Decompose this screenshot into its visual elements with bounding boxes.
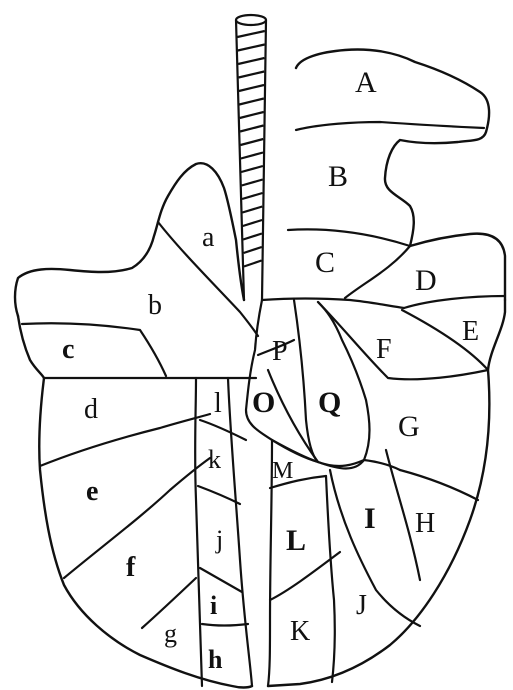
trachea-ring xyxy=(240,139,263,145)
trachea-ring xyxy=(238,58,264,64)
label-H: H xyxy=(415,508,435,539)
boundary-A-B xyxy=(296,122,484,130)
trachea-ring xyxy=(243,220,262,226)
trachea-ring xyxy=(241,153,263,159)
label-a: a xyxy=(202,222,215,253)
label-M: M xyxy=(272,458,293,484)
boundary-upper-hilum xyxy=(262,299,404,309)
label-L: L xyxy=(286,524,306,557)
trachea xyxy=(236,15,266,300)
trachea-ring xyxy=(240,112,264,118)
trachea-ring xyxy=(244,261,262,267)
trachea-ring xyxy=(244,247,262,253)
boundary-b-c xyxy=(22,323,166,376)
trachea-top xyxy=(236,15,266,25)
trachea-ring xyxy=(239,85,264,91)
boundary-G-H xyxy=(400,470,478,500)
label-K: K xyxy=(290,616,310,647)
boundary-l-k xyxy=(200,420,246,440)
boundary-C-D xyxy=(345,246,410,298)
label-A: A xyxy=(355,66,377,99)
label-f: f xyxy=(126,552,136,583)
boundary-P-Q xyxy=(294,300,318,462)
label-I: I xyxy=(364,502,376,535)
label-c: c xyxy=(62,334,74,365)
boundary-G-I xyxy=(364,460,400,470)
label-i: i xyxy=(210,591,217,620)
left-inner-wall-2 xyxy=(228,378,252,686)
label-C: C xyxy=(315,246,335,279)
label-D: D xyxy=(415,264,437,297)
boundary-j-i xyxy=(200,568,242,592)
trachea-ring xyxy=(241,166,263,172)
trachea-ring xyxy=(239,72,265,78)
trachea-ring xyxy=(242,207,262,213)
label-b: b xyxy=(148,290,162,321)
trachea-right-wall xyxy=(262,20,266,300)
label-F: F xyxy=(376,334,392,365)
trachea-ring xyxy=(242,180,263,186)
label-Q: Q xyxy=(318,386,341,419)
boundary-i-h xyxy=(202,624,248,626)
boundary-D-E xyxy=(404,296,505,308)
label-d: d xyxy=(84,394,98,425)
boundary-L-K xyxy=(270,552,340,600)
boundary-k-j xyxy=(198,486,240,504)
trachea-ring xyxy=(237,31,264,37)
trachea-ring xyxy=(240,126,263,132)
left-inner-wall-1 xyxy=(195,378,202,686)
left-mid-outline xyxy=(18,316,44,378)
label-P: P xyxy=(272,336,288,367)
label-E: E xyxy=(462,316,479,347)
label-B: B xyxy=(328,160,348,193)
trachea-ring xyxy=(243,234,262,240)
boundary-B-C xyxy=(288,229,410,246)
label-k: k xyxy=(208,445,221,474)
hilum-outline xyxy=(246,300,370,469)
label-j: j xyxy=(215,525,223,554)
trachea-ring xyxy=(238,45,265,51)
boundary-d-e xyxy=(40,414,210,466)
label-h: h xyxy=(208,645,223,674)
label-l: l xyxy=(214,388,222,419)
boundary-I-J xyxy=(330,470,420,626)
label-e: e xyxy=(86,476,98,507)
label-O: O xyxy=(252,386,275,419)
label-G: G xyxy=(398,410,420,443)
trachea-ring xyxy=(239,99,264,105)
trachea-ring xyxy=(242,193,262,199)
label-g: g xyxy=(164,619,177,648)
label-J: J xyxy=(356,590,367,621)
boundary-L-right xyxy=(326,476,335,682)
